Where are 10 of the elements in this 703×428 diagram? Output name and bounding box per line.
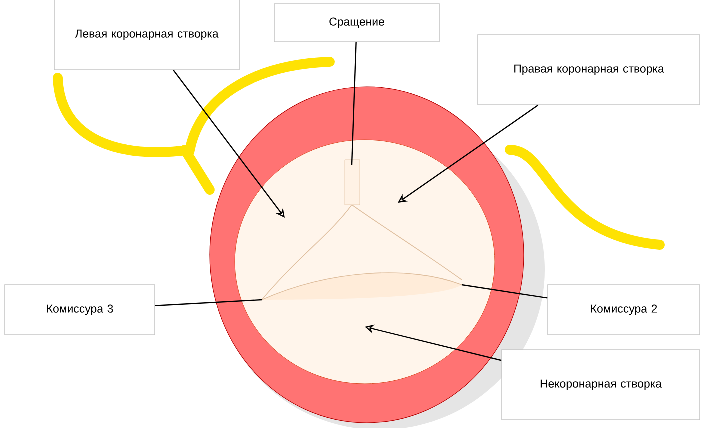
label-box: Сращение — [274, 4, 440, 42]
label-box: Комиссура 2 — [548, 284, 700, 336]
leader-line — [462, 284, 548, 299]
arrow — [173, 70, 285, 218]
label-box: Правая коронарная створка — [478, 34, 700, 106]
label-box: Левая коронарная створка — [54, 0, 240, 70]
label-box: Некоронарная створка — [502, 350, 700, 420]
leader-line — [155, 299, 262, 306]
leader-line — [351, 42, 357, 166]
label-box: Комиссура 3 — [4, 284, 156, 336]
